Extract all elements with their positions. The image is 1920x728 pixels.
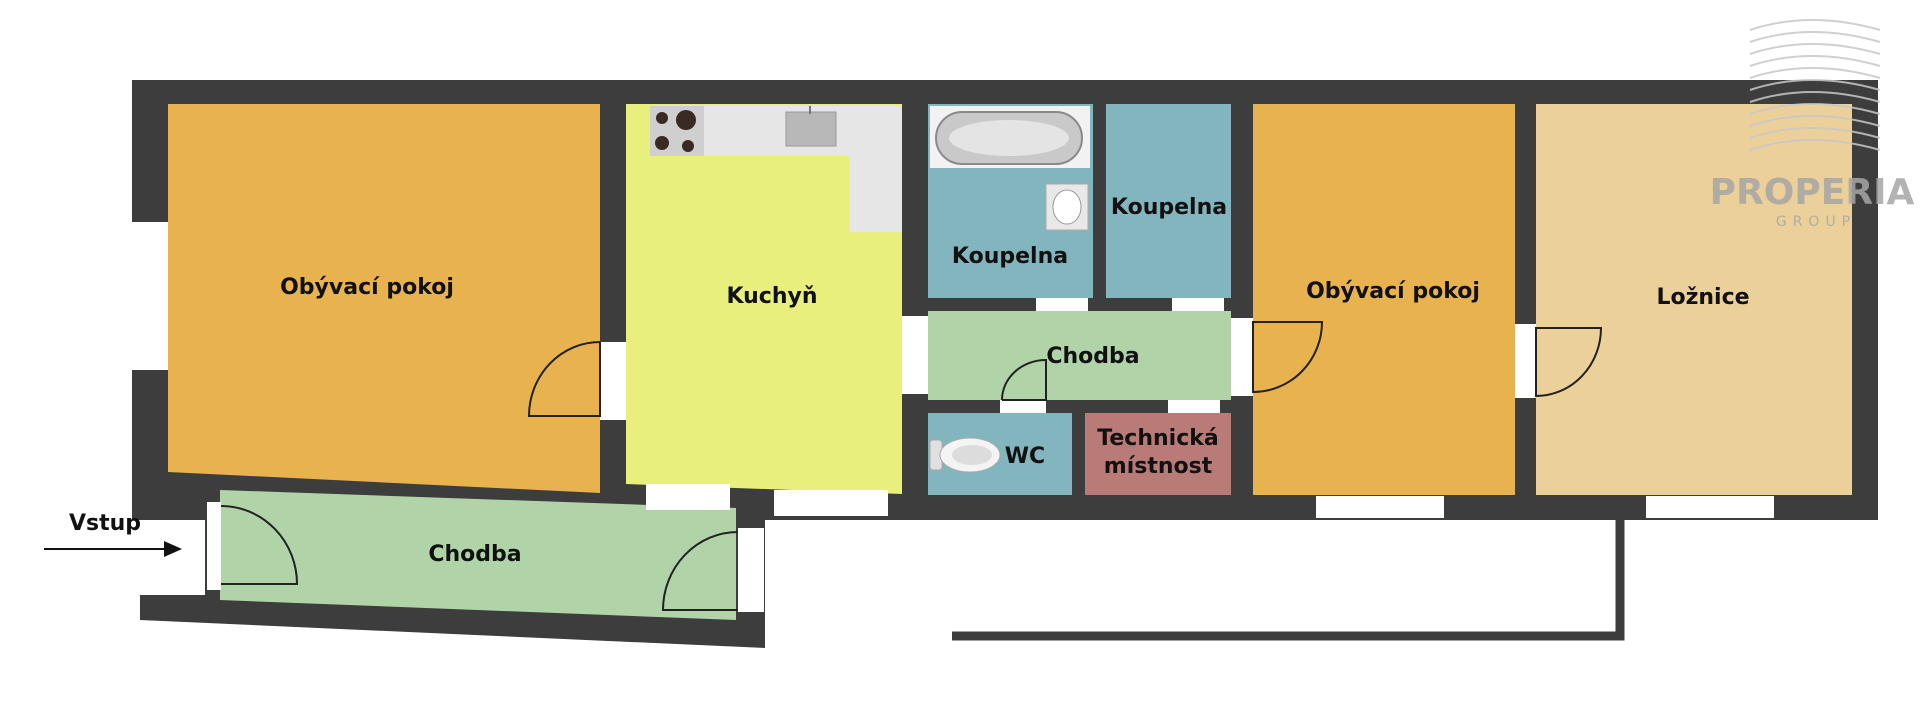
label-wc: WC	[1005, 444, 1045, 469]
room-kitchen	[626, 104, 902, 494]
door-swing-corridor	[661, 531, 739, 611]
logo-waves-icon	[1749, 19, 1881, 151]
washbasin-icon	[1045, 183, 1089, 231]
sink-icon	[785, 106, 837, 147]
toilet-icon	[929, 437, 1001, 473]
door-swing-entrance	[220, 505, 299, 585]
logo-name: PROPERIA	[1710, 172, 1915, 213]
label-living-left: Obývací pokoj	[280, 275, 454, 300]
logo-sub: GROUP	[1776, 214, 1856, 230]
terrace-outline	[952, 520, 1625, 641]
door-swings	[220, 321, 1603, 611]
outside-area	[765, 520, 1878, 728]
door-swing-bedroom	[1535, 327, 1603, 398]
door-swing-hall-living	[1252, 321, 1324, 394]
door-gap-hall-living	[1231, 318, 1253, 396]
room-bedroom	[1536, 104, 1852, 495]
entrance-arrow-icon	[44, 541, 182, 557]
door-swing-wc	[1001, 358, 1047, 401]
label-living-right: Obývací pokoj	[1306, 279, 1480, 304]
door-gap-corridor-kitchen	[738, 528, 764, 612]
window-living-right	[1316, 496, 1444, 518]
room-living-left	[168, 104, 600, 493]
bathtub-icon	[930, 106, 1090, 168]
label-kitchen: Kuchyň	[726, 284, 817, 309]
label-entrance: Vstup	[69, 511, 141, 536]
door-gap-living-kitchen	[600, 342, 626, 420]
label-bedroom: Ložnice	[1656, 285, 1749, 310]
door-gap-bath-right	[1172, 298, 1224, 311]
door-gap-living-bedroom	[1515, 324, 1536, 398]
door-swing-living	[527, 341, 601, 417]
door-gap-wc	[1000, 400, 1046, 413]
window-kitchen-bottom	[646, 484, 730, 510]
window-bedroom	[1646, 496, 1774, 518]
label-bath-right: Koupelna	[1111, 195, 1227, 220]
door-gap-bath-left	[1036, 298, 1088, 311]
door-gap-kitchen-hall	[902, 316, 928, 394]
door-gap-tech	[1168, 400, 1220, 413]
window-kitchen-bottom-2	[774, 490, 888, 516]
room-hall-bottom	[220, 490, 736, 620]
room-living-right	[1253, 104, 1515, 495]
properia-logo: PROPERIA GROUP	[1710, 19, 1915, 230]
room-bath-right	[1106, 104, 1231, 298]
stove-icon	[650, 106, 704, 156]
kitchen-counter-side	[850, 106, 902, 232]
label-tech-line1: Technická	[1097, 426, 1218, 451]
label-bath-left: Koupelna	[952, 244, 1068, 269]
window-left	[132, 222, 168, 370]
label-hall-bottom: Chodba	[428, 542, 521, 567]
label-hall-mid: Chodba	[1046, 344, 1139, 369]
room-hall-mid	[928, 311, 1231, 400]
door-gap-entrance	[207, 502, 221, 590]
label-tech-line2: místnost	[1104, 454, 1213, 479]
outside-notch	[132, 485, 205, 520]
room-tech	[1085, 413, 1231, 495]
